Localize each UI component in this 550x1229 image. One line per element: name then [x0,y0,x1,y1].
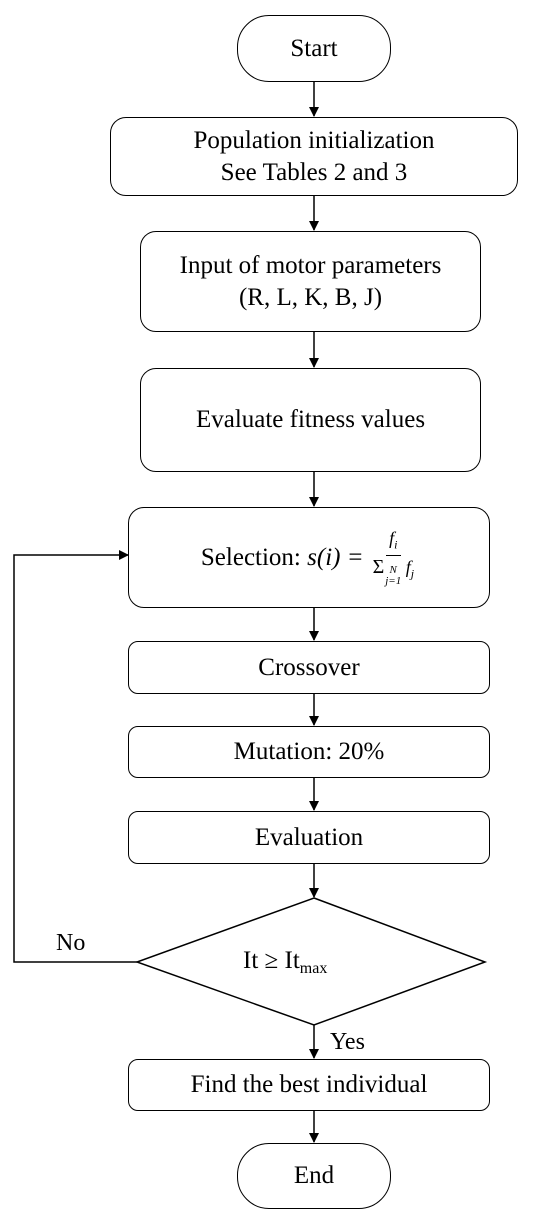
end-node: End [237,1143,391,1209]
mutation-text: Mutation: 20% [233,738,385,765]
numerator-sub: i [394,537,398,552]
sum-symbol: Σ [372,556,385,579]
crossover-text: Crossover [258,653,360,681]
best-text: Find the best individual [190,1071,428,1098]
sum-upper: N [389,564,397,577]
numerator-f: f [389,527,395,548]
start-node: Start [237,15,391,82]
input-motor-parameters-node: Input of motor parameters (R, L, K, B, J… [140,231,481,332]
evaluate-fitness-node: Evaluate fitness values [140,368,481,472]
mutation-node: Mutation: 20% [128,726,490,778]
yes-label: Yes [330,1029,365,1055]
selection-label: Selection: [200,543,301,571]
denominator-sub: j [410,566,415,581]
selection-lhs: s(i) = [307,543,364,571]
population-initialization-node: Population initialization See Tables 2 a… [110,117,518,196]
fraction-numerator: fi [386,527,401,557]
condition-lhs: It ≥ It [243,947,300,974]
condition-diamond [134,897,488,1026]
end-text: End [293,1162,335,1189]
sum-lower: j=1 [385,575,402,588]
condition-text: It ≥ Itmax [243,945,327,985]
evaluation-node: Evaluation [128,811,490,864]
population-line-1: Population initialization [193,126,435,154]
arrow-no-loop-to-selection [13,550,137,963]
input-line-1: Input of motor parameters [179,251,442,279]
no-label: No [56,930,86,956]
input-line-2: (R, L, K, B, J) [238,283,383,311]
crossover-node: Crossover [128,641,490,694]
start-text: Start [290,34,338,62]
evaluation-text: Evaluation [254,823,364,851]
denominator-f: f [405,557,411,578]
find-best-individual-node: Find the best individual [128,1059,490,1111]
population-line-2: See Tables 2 and 3 [220,158,408,186]
condition-subscript: max [299,960,328,977]
evaluate-text: Evaluate fitness values [195,406,426,433]
